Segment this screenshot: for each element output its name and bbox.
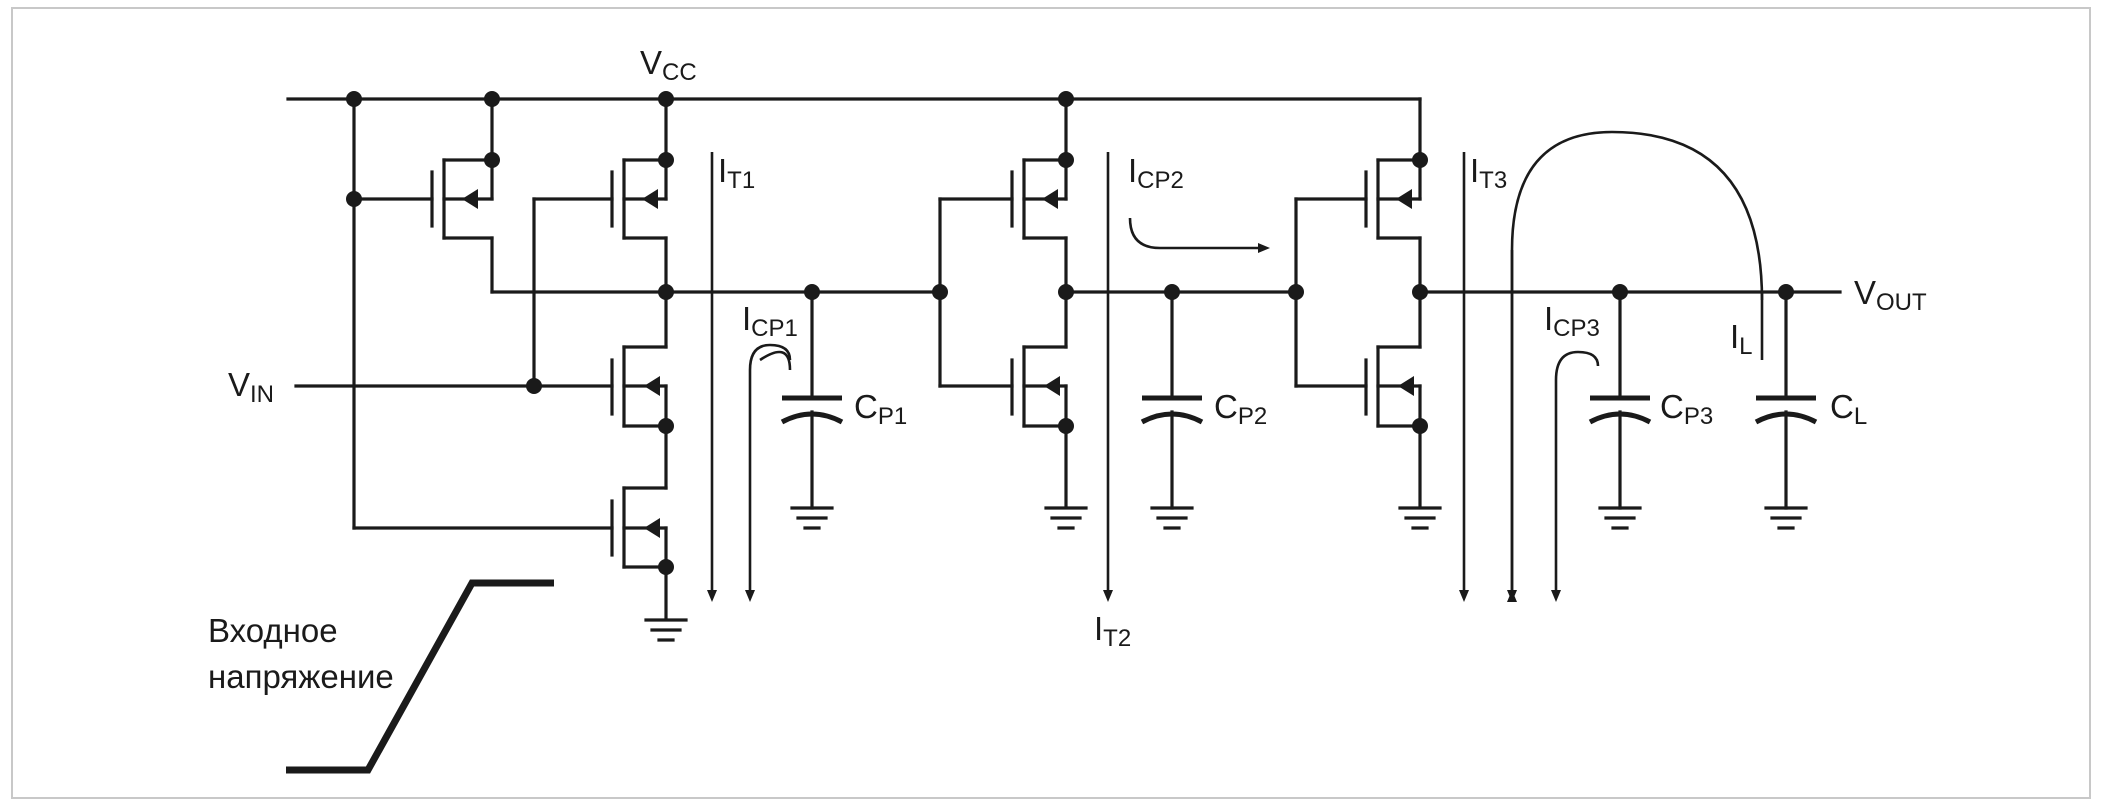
label-vout: VOUT xyxy=(1854,274,1927,316)
input-note-line1: Входное xyxy=(208,612,338,649)
capacitor-cp2 xyxy=(1140,290,1204,530)
label-cp2: CP2 xyxy=(1214,388,1267,430)
nmos-stage3-transistor xyxy=(1364,345,1422,507)
junction-dots xyxy=(346,91,1794,575)
current-arrows xyxy=(707,130,1764,602)
label-cp1: CP1 xyxy=(854,388,907,430)
pmos-stage3-transistor xyxy=(1364,158,1422,349)
label-it1: IT1 xyxy=(718,152,755,194)
input-waveform xyxy=(286,579,554,774)
label-vcc: VCC xyxy=(640,44,697,86)
stage2-gate-bus xyxy=(938,197,1014,388)
stage3-gate-bus xyxy=(1294,197,1368,388)
label-it3: IT3 xyxy=(1470,152,1507,194)
ground-stage2 xyxy=(1044,506,1088,530)
label-icp3: ICP3 xyxy=(1544,300,1600,342)
vcc-rail xyxy=(286,97,1422,162)
label-cl: CL xyxy=(1830,388,1867,430)
nmos-stage1-bias-transistor xyxy=(610,424,668,619)
figure-frame xyxy=(11,7,2091,799)
bias-line xyxy=(352,97,614,530)
label-vin: VIN xyxy=(228,366,274,408)
pmos-stage2-transistor xyxy=(1010,97,1068,349)
ground-stage1 xyxy=(644,618,688,642)
capacitor-cp3 xyxy=(1588,290,1652,530)
ground-stage3 xyxy=(1398,506,1442,530)
pmos-stage1-transistor xyxy=(532,97,668,388)
label-cp3: CP3 xyxy=(1660,388,1713,430)
capacitor-cp1 xyxy=(780,290,844,530)
nmos-stage1-transistor xyxy=(294,290,668,428)
label-icp2: ICP2 xyxy=(1128,152,1184,194)
nmos-stage2-transistor xyxy=(1010,345,1068,507)
label-il: IL xyxy=(1730,318,1753,360)
label-it2: IT2 xyxy=(1094,610,1131,652)
label-icp1: ICP1 xyxy=(742,300,798,342)
capacitor-cl xyxy=(1754,290,1818,530)
input-note-line2: напряжение xyxy=(208,658,394,695)
pmos-bias-transistor xyxy=(430,97,494,294)
